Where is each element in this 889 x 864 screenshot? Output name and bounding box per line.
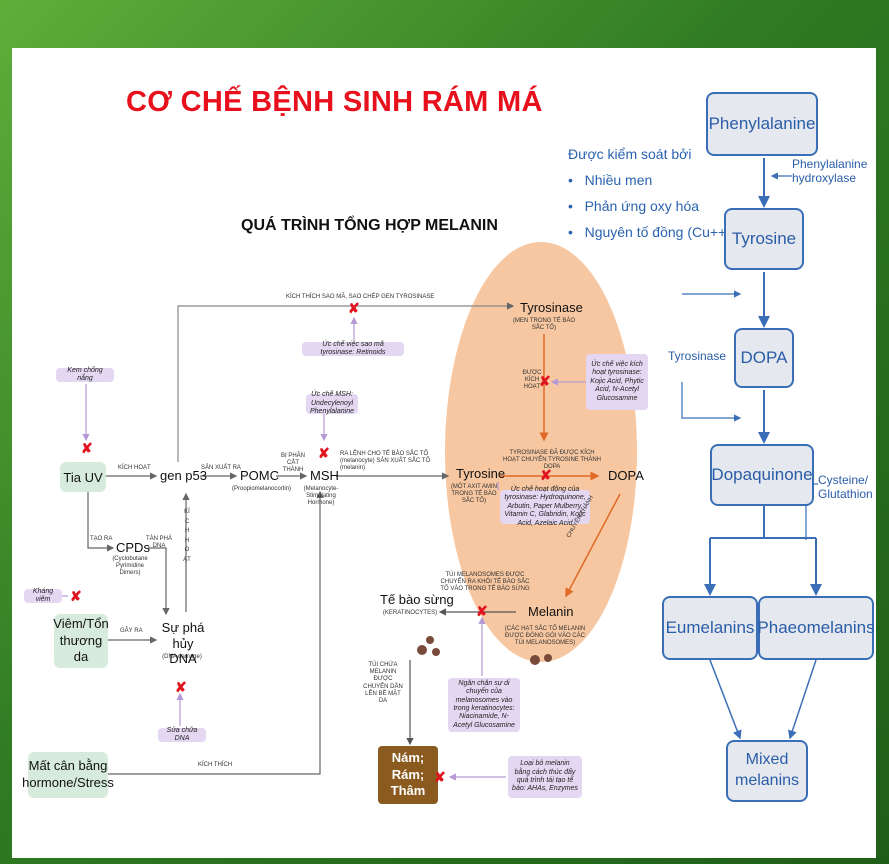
tyrosinase-subtitle: (MEN TRONG TẾ BÀO SẮC TỐ) [512, 318, 576, 332]
dna-damage-subtitle: (DNA damage) [162, 654, 202, 660]
anti-inflammatory-box: Kháng viêm [24, 588, 62, 603]
activity-inhibitor-box: Ức chế hoạt động của tyrosinase: Hydroqu… [500, 486, 590, 527]
surface-transfer-label: TÚI CHỨA MELANIN ĐƯỢC CHUYỂN DẦN LÊN BỀ … [363, 662, 403, 704]
uv-box: Tia UV [60, 462, 106, 492]
inhibit-x-icon: ✘ [175, 679, 187, 695]
page-title: CƠ CHẾ BỆNH SINH RÁM MÁ [126, 86, 543, 118]
produce-label: SẢN XUẤT RA [201, 465, 241, 471]
phenylalanine-box: Phenylalanine [706, 92, 818, 156]
cause-label: GÂY RA [120, 628, 143, 634]
tyrosine-box: Tyrosine [724, 208, 804, 270]
inhibit-x-icon: ✘ [81, 440, 93, 456]
control-item-label: Nguyên tố đồng (Cu++) [584, 224, 731, 240]
pomc-node: POMC [240, 468, 279, 483]
gene-p53-node: gen p53 [160, 468, 207, 483]
cleaved-label: BỊ PHÂN CẮT THÀNH [280, 453, 305, 474]
stimulate-label: KÍCH THÍCH [198, 762, 233, 768]
dopa-node: DOPA [608, 468, 644, 483]
pomc-subtitle: (Proopiomelanocortin) [232, 486, 292, 492]
section-subtitle: QUÁ TRÌNH TỔNG HỢP MELANIN [241, 217, 498, 234]
control-item: • Nguyên tố đồng (Cu++) [568, 224, 731, 240]
eumelanins-box: Eumelanins [662, 596, 758, 660]
tyrosine-subtitle: (MỘT AXIT AMIN TRONG TẾ BÀO SẮC TỐ) [450, 484, 498, 505]
inhibit-x-icon: ✘ [540, 467, 552, 483]
renewal-box: Loại bỏ melanin bằng cách thúc đẩy quá t… [508, 756, 582, 798]
tyrosinase-label: Tyrosinase [668, 349, 727, 363]
inhibit-x-icon: ✘ [348, 300, 360, 316]
dopaquinone-box: Dopaquinone [710, 444, 814, 506]
dopa-box: DOPA [734, 328, 794, 388]
activation-inhibitor-box: Ức chế việc kích hoạt tyrosinase: Kojic … [586, 354, 648, 410]
activate-vertical-label: KÍCH HOẠT [183, 509, 191, 563]
command-label: RA LỆNH CHO TẾ BÀO SẮC TỐ (melanocyte) S… [340, 451, 431, 472]
hormone-stress-box: Mất cân bằng hormone/Stress [22, 752, 114, 798]
inhibit-x-icon: ✘ [70, 588, 82, 604]
cpds-subtitle: (Cyclobutane Pyrimidine Dimers) [112, 556, 148, 577]
control-heading: Được kiểm soát bởi [568, 146, 692, 162]
stimulate-transcription-label: KÍCH THÍCH SAO MÃ, SAO CHÉP GEN TYROSINA… [286, 294, 435, 300]
inhibit-x-icon: ✘ [434, 769, 446, 785]
melanin-subtitle: (CÁC HẠT SẮC TỐ MELANIN ĐƯỢC ĐÓNG GÓI VÀ… [504, 626, 586, 647]
dna-repair-box: Sửa chữa DNA [158, 727, 206, 742]
sunscreen-box: Kem chống nắng [56, 367, 114, 382]
mixed-melanins-box: Mixed melanins [726, 740, 808, 802]
melasma-box: Nám; Rám; Thâm [378, 746, 438, 804]
melanosome-transfer-label: TÚI MELANOSOMES ĐƯỢC CHUYỂN RA KHỎI TẾ B… [440, 572, 530, 593]
activate-label: KÍCH HOẠT [118, 465, 151, 471]
destroy-dna-label: TÀN PHÁ DNA [146, 536, 173, 550]
control-item-label: Nhiều men [584, 172, 653, 188]
tyrosine-node: Tyrosine [456, 466, 506, 481]
control-item-label: Phản ứng oxy hóa [584, 198, 700, 214]
tyrosinase-node: Tyrosinase [520, 300, 583, 315]
inhibit-x-icon: ✘ [539, 373, 551, 389]
msh-node: MSH [310, 468, 339, 483]
melanin-node: Melanin [528, 604, 574, 619]
cpds-node: CPDs [116, 540, 150, 555]
inhibit-x-icon: ✘ [476, 603, 488, 619]
dna-damage-node: Sự phá hủy DNA [161, 620, 205, 667]
create-label: TẠO RA [90, 536, 113, 542]
control-item: • Nhiều men [568, 172, 653, 188]
msh-subtitle: (Melanocyte-Stimulating Hormone) [303, 486, 339, 507]
keratinocyte-node: Tế bào sừng [380, 592, 454, 607]
hydroxylase-label: Phenylalanine hydroxylase [792, 157, 868, 185]
conversion-label: TYROSINASE ĐÃ ĐƯỢC KÍCH HOẠT CHUYỂN TYRO… [502, 450, 601, 471]
inhibit-x-icon: ✘ [318, 445, 330, 461]
activated-label: ĐƯỢC KÍCH HOẠT [522, 370, 542, 391]
melanocyte-cell [445, 242, 637, 662]
keratinocyte-subtitle: (KERATINOCYTES) [382, 610, 438, 616]
retinoid-inhibitor-box: Ức chế việc sao mã tyrosinase: Retinoids [302, 341, 404, 356]
inflammation-box: Viêm/Tổn thương da [53, 614, 109, 668]
transfer-inhibitor-box: Ngăn chặn sự di chuyển của melanosomes v… [448, 678, 520, 732]
phaeomelanins-box: Phaeomelanins [757, 596, 875, 660]
control-item: • Phản ứng oxy hóa [568, 198, 700, 214]
msh-inhibitor-box: Ức chế MSH: Undecylenoyl Phenylalanine [306, 391, 358, 415]
cysteine-label: Cysteine/ Glutathion [818, 473, 873, 501]
